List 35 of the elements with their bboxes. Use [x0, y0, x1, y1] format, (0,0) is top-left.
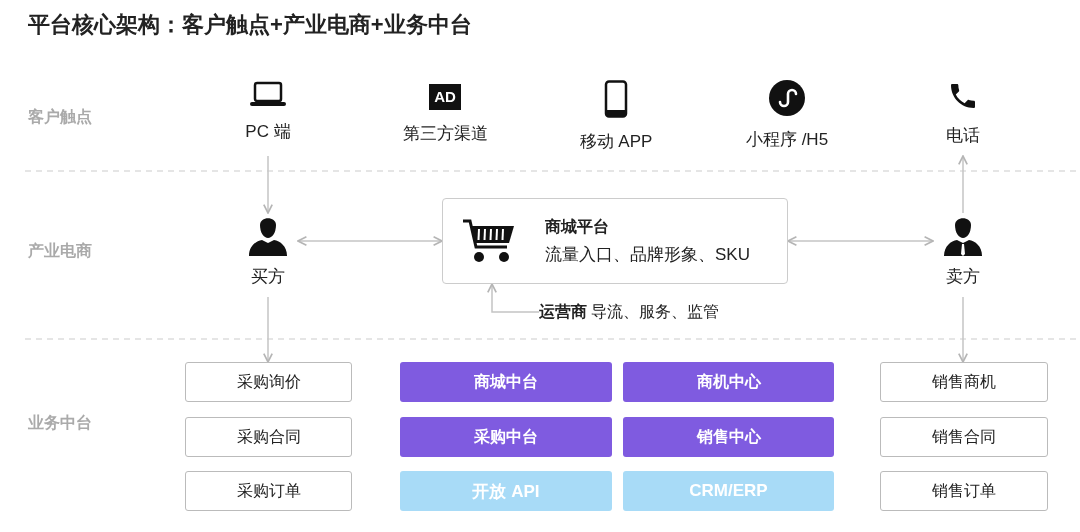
process-box: 采购询价: [185, 362, 352, 402]
platform-title: 商城平台: [545, 216, 610, 237]
node-label: PC 端: [245, 121, 291, 143]
system-block: 开放 API: [400, 471, 612, 511]
row-label: 产业电商: [28, 241, 92, 261]
arrow: [486, 283, 540, 313]
operator-note-text: 运营商 导流、服务、监管: [539, 301, 720, 322]
process-box: 销售商机: [880, 362, 1048, 402]
process-box: 销售订单: [880, 471, 1048, 511]
platform-block: 销售中心: [623, 417, 834, 457]
node-label: 电话: [946, 125, 980, 147]
platform-block: 商城中台: [400, 362, 612, 402]
arrow: [297, 235, 443, 247]
system-block: CRM/ERP: [623, 471, 834, 511]
arrow: [957, 155, 969, 214]
row-label: 业务中台: [28, 413, 92, 433]
node-label: 移动 APP: [579, 131, 653, 153]
arrow: [262, 155, 274, 214]
platform-block: 商机中心: [623, 362, 834, 402]
node-label: 买方: [251, 266, 285, 288]
node-label: 小程序 /H5: [745, 129, 829, 151]
ad-screen-icon: AD: [429, 84, 461, 110]
platform-features: 流量入口、品牌形象、SKU: [545, 243, 750, 266]
platform-block: 采购中台: [400, 417, 612, 457]
process-box: 销售合同: [880, 417, 1048, 457]
platform-box: [442, 198, 788, 284]
node-label: 第三方渠道: [402, 123, 488, 145]
arrow: [787, 235, 934, 247]
row-label: 客户触点: [28, 107, 92, 127]
arrow: [957, 296, 969, 363]
title: 平台核心架构：客户触点+产业电商+业务中台: [28, 11, 472, 39]
node-label: 卖方: [946, 266, 980, 288]
process-box: 采购合同: [185, 417, 352, 457]
arrow: [262, 296, 274, 363]
process-box: 采购订单: [185, 471, 352, 511]
